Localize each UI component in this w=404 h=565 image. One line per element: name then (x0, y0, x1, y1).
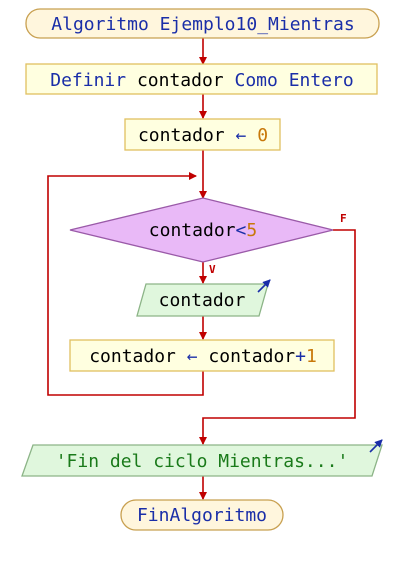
define-process-box (25, 63, 378, 95)
condition-diamond (69, 197, 334, 263)
define-statement: Definir contador Como Entero (50, 70, 353, 91)
init-variable: contador (138, 125, 225, 146)
init-space-2 (246, 125, 257, 146)
define-space-2 (224, 70, 235, 91)
output-arrow-icon (369, 439, 383, 453)
init-assign-op: ← (236, 125, 247, 146)
increment-plus-op: + (295, 346, 306, 367)
como-keyword: Como (235, 70, 278, 91)
condition-value: 5 (246, 220, 257, 241)
end-terminal (120, 499, 284, 531)
condition-expression: contador<5 (149, 220, 257, 241)
init-assignment-box (124, 118, 281, 151)
define-variable: contador (137, 70, 224, 91)
define-space-3 (278, 70, 289, 91)
false-branch-label: F (340, 212, 347, 225)
increment-space-1 (176, 346, 187, 367)
increment-variable: contador (89, 346, 176, 367)
start-label: Algoritmo Ejemplo10_Mientras (51, 14, 354, 35)
start-terminal (25, 8, 380, 39)
increment-value: 1 (306, 346, 317, 367)
start-space (149, 14, 160, 35)
increment-assign-op: ← (187, 346, 198, 367)
increment-assignment-box (69, 339, 335, 372)
condition-variable: contador (149, 220, 236, 241)
init-space-1 (225, 125, 236, 146)
init-value: 0 (257, 125, 268, 146)
output-arrow-icon (257, 279, 271, 293)
start-keyword: Algoritmo (51, 14, 149, 35)
loop-back-connector (47, 172, 204, 396)
increment-space-2 (198, 346, 209, 367)
final-output-parallelogram (21, 444, 383, 477)
algorithm-name: Ejemplo10_Mientras (160, 14, 355, 35)
increment-expr-variable: contador (208, 346, 295, 367)
connectors (47, 38, 356, 500)
init-statement: contador ← 0 (138, 125, 268, 146)
false-branch-connector (199, 229, 356, 445)
define-type: Entero (289, 70, 354, 91)
define-space-1 (126, 70, 137, 91)
final-output-text: 'Fin del ciclo Mientras...' (56, 451, 349, 472)
output-variable: contador (159, 290, 246, 311)
output-parallelogram (136, 283, 269, 317)
define-keyword: Definir (50, 70, 126, 91)
end-label: FinAlgoritmo (137, 505, 267, 526)
true-branch-label: V (209, 263, 216, 276)
condition-operator: < (236, 220, 247, 241)
increment-statement: contador ← contador+1 (89, 346, 317, 367)
